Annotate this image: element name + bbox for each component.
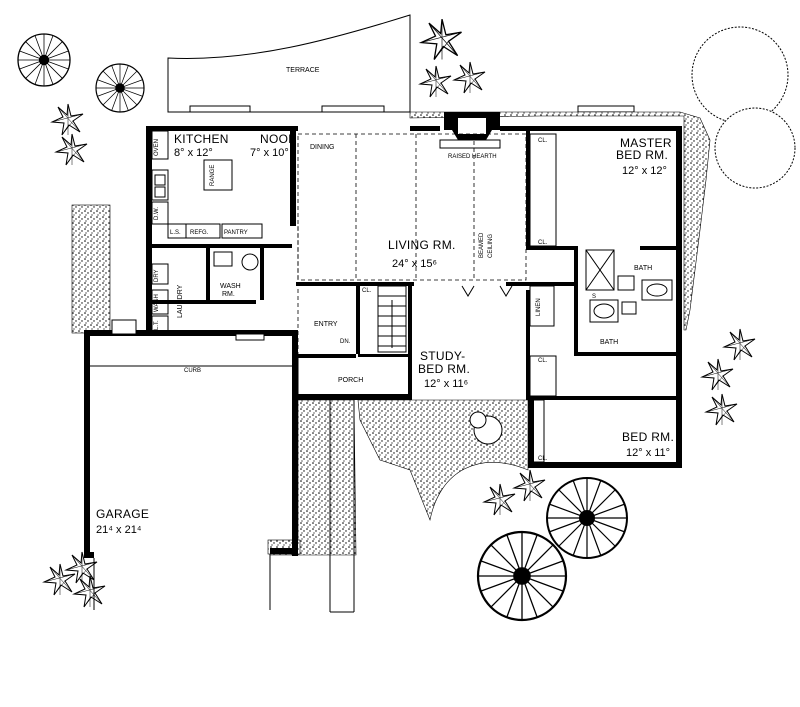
svg-text:CL.: CL. (538, 456, 548, 462)
wash-rm-label-2: RM. (222, 291, 235, 298)
svg-text:OVEN: OVEN (154, 139, 160, 156)
study-label-2: BED RM. (418, 362, 470, 376)
study-dim: 12° x 11⁶ (424, 378, 468, 390)
svg-text:RANGE: RANGE (210, 165, 216, 186)
beams (297, 133, 527, 394)
svg-text:CL.: CL. (538, 358, 548, 364)
nook-label: NOOK (260, 132, 297, 146)
svg-text:CL.: CL. (538, 138, 548, 144)
svg-text:S: S (592, 294, 596, 300)
dn-label: DN. (340, 339, 351, 345)
kitchen-dim: 8° x 12° (174, 147, 213, 159)
bed-rm-label: BED RM. (622, 430, 674, 444)
kitchen-fixtures: OVEN D.W. RANGE L.S. REFG. PANTRY DRY WA… (151, 130, 263, 333)
stairs (377, 285, 407, 353)
dining-label: DINING (310, 144, 335, 151)
svg-text:REFG.: REFG. (190, 230, 209, 236)
terrace-label: TERRACE (286, 67, 320, 74)
curb-label: CURB (184, 368, 201, 374)
raised-hearth-label: RAISED HEARTH (448, 154, 497, 160)
ceiling-label: CEILING (488, 234, 494, 258)
bath-fixtures: S LINEN (529, 249, 673, 327)
porch-label: PORCH (338, 377, 363, 384)
svg-text:D.W.: D.W. (154, 207, 160, 220)
nook-dim: 7° x 10° (250, 147, 289, 159)
svg-text:L.T.: L.T. (154, 320, 160, 330)
terrace: TERRACE (167, 14, 635, 113)
walls (84, 126, 682, 558)
laundry-label: LAUNDRY (177, 284, 184, 318)
master-label-2: BED RM. (616, 148, 668, 162)
study-label: STUDY- (420, 349, 465, 363)
room-labels: KITCHEN 8° x 12° NOOK 7° x 10° DINING MA… (96, 132, 674, 536)
svg-text:DRY: DRY (154, 269, 160, 282)
fireplace: RAISED HEARTH (439, 112, 501, 160)
living-label: LIVING RM. (388, 238, 456, 252)
bath1-label: BATH (634, 265, 652, 272)
living-dim: 24° x 15⁶ (392, 258, 437, 270)
svg-text:PANTRY: PANTRY (224, 230, 248, 236)
closets: CL. CL. CL. CL. CL. (362, 133, 557, 463)
bed-rm-dim: 12° x 11° (626, 447, 670, 459)
entry-label: ENTRY (314, 321, 338, 328)
beamed-label: BEAMED (479, 232, 485, 258)
master-dim: 12° x 12° (622, 165, 667, 177)
master-label: MASTER (620, 136, 672, 150)
svg-text:CL.: CL. (538, 240, 548, 246)
bath2-label: BATH (600, 339, 618, 346)
garage-dim: 21⁴ x 21⁴ (96, 524, 142, 536)
kitchen-label: KITCHEN (174, 132, 229, 146)
wash-rm-label: WASH (220, 283, 241, 290)
svg-text:WASH: WASH (154, 294, 160, 312)
svg-text:L.S.: L.S. (170, 230, 181, 236)
svg-text:LINEN: LINEN (536, 298, 542, 316)
svg-text:CL.: CL. (362, 288, 372, 294)
garage-label: GARAGE (96, 507, 149, 521)
trees (17, 18, 796, 622)
misc-lines (90, 285, 513, 613)
